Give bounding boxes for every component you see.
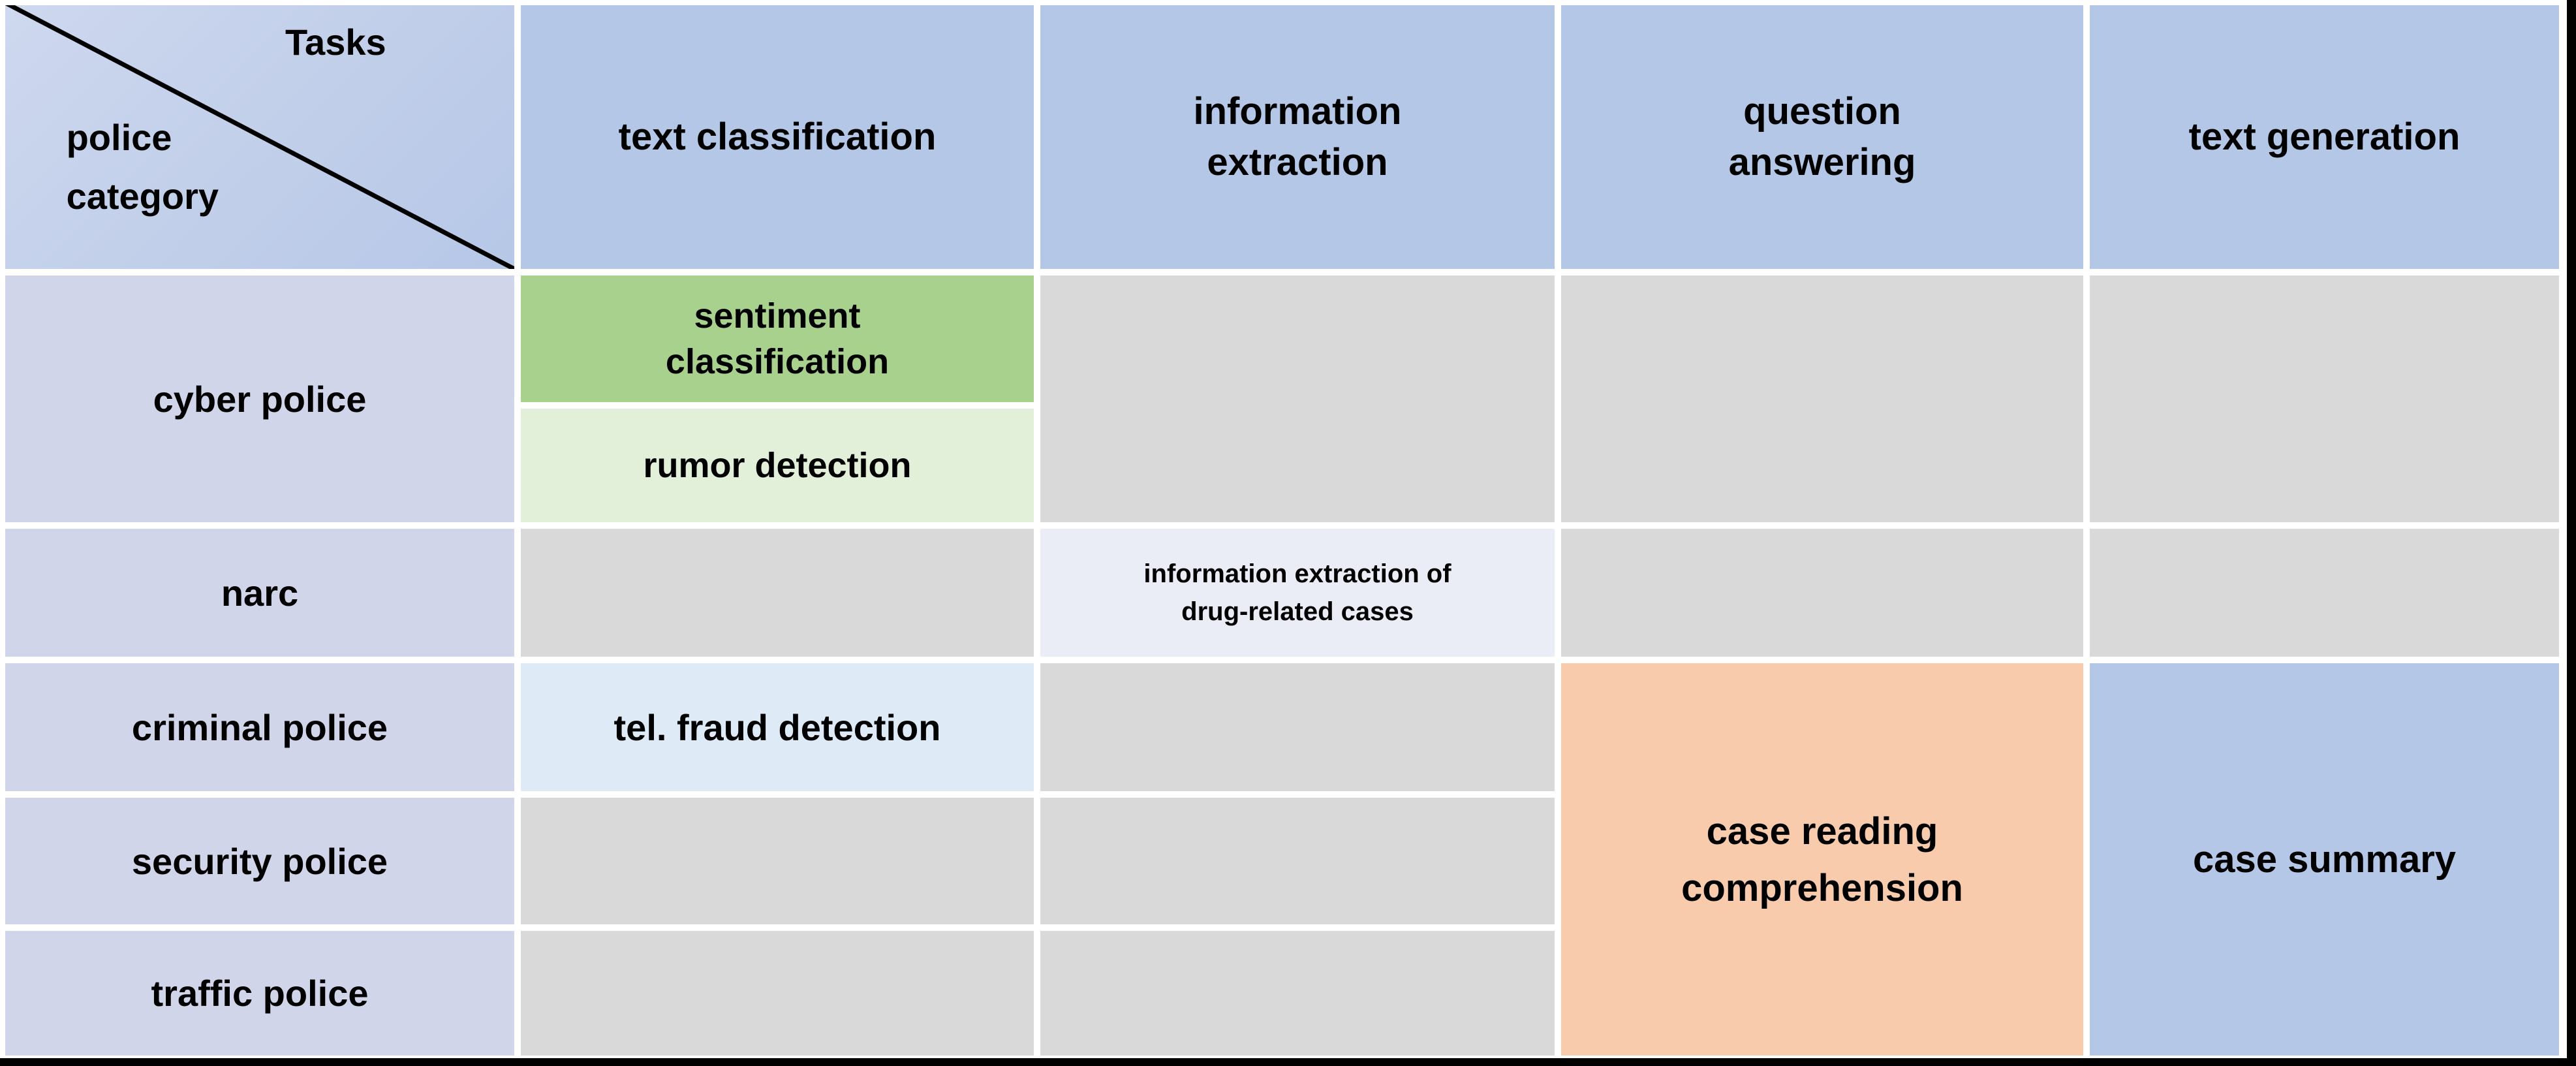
- row-label-text: criminal police: [131, 706, 388, 748]
- task-cell-text: case summary: [2192, 838, 2457, 881]
- row-label-security-police: security police: [5, 798, 514, 924]
- column-header-text-classification: text classification: [521, 5, 1034, 269]
- task-cell-text: tel. fraud detection: [613, 706, 941, 748]
- row-label-text: security police: [131, 840, 388, 882]
- row-label-text: cyber police: [153, 378, 367, 420]
- empty-cell: [1040, 663, 1555, 791]
- task-cell-text: sentiment classification: [665, 296, 890, 381]
- empty-cell: [1040, 931, 1555, 1056]
- task-cell-text: information extraction of drug-related c…: [1143, 559, 1451, 626]
- empty-cell: [521, 529, 1034, 657]
- column-header-label: text generation: [2188, 115, 2460, 158]
- empty-cell: [521, 798, 1034, 924]
- task-cell-text: rumor detection: [643, 446, 912, 485]
- column-header-label: information extraction: [1193, 89, 1402, 183]
- column-header-label: question answering: [1728, 89, 1916, 183]
- empty-cell: [2090, 529, 2559, 657]
- task-cell-case-summary: case summary: [2090, 663, 2559, 1056]
- corner-header-cell: Tasks police category: [5, 5, 514, 269]
- empty-cell: [1561, 529, 2083, 657]
- task-cell-text: case reading comprehension: [1681, 809, 1963, 909]
- column-header-question-answering: question answering: [1561, 5, 2083, 269]
- task-cell-drug-information-extraction: information extraction of drug-related c…: [1040, 529, 1555, 657]
- empty-cell: [1561, 275, 2083, 522]
- task-cell-sentiment-classification: sentiment classification: [521, 275, 1034, 402]
- police-category-axis-label: police category: [66, 116, 219, 217]
- row-label-text: narc: [221, 572, 299, 614]
- column-header-information-extraction: information extraction: [1040, 5, 1555, 269]
- row-label-criminal-police: criminal police: [5, 663, 514, 791]
- empty-cell: [2090, 275, 2559, 522]
- row-label-narc: narc: [5, 529, 514, 657]
- column-header-label: text classification: [618, 115, 937, 158]
- column-header-text-generation: text generation: [2090, 5, 2559, 269]
- row-label-cyber-police: cyber police: [5, 275, 514, 522]
- task-cell-case-reading-comprehension: case reading comprehension: [1561, 663, 2083, 1056]
- row-label-text: traffic police: [151, 973, 369, 1014]
- task-cell-rumor-detection: rumor detection: [521, 409, 1034, 522]
- task-cell-tel-fraud-detection: tel. fraud detection: [521, 663, 1034, 791]
- tasks-axis-label: Tasks: [285, 22, 386, 63]
- empty-cell: [521, 931, 1034, 1056]
- empty-cell: [1040, 275, 1555, 522]
- row-label-traffic-police: traffic police: [5, 931, 514, 1056]
- empty-cell: [1040, 798, 1555, 924]
